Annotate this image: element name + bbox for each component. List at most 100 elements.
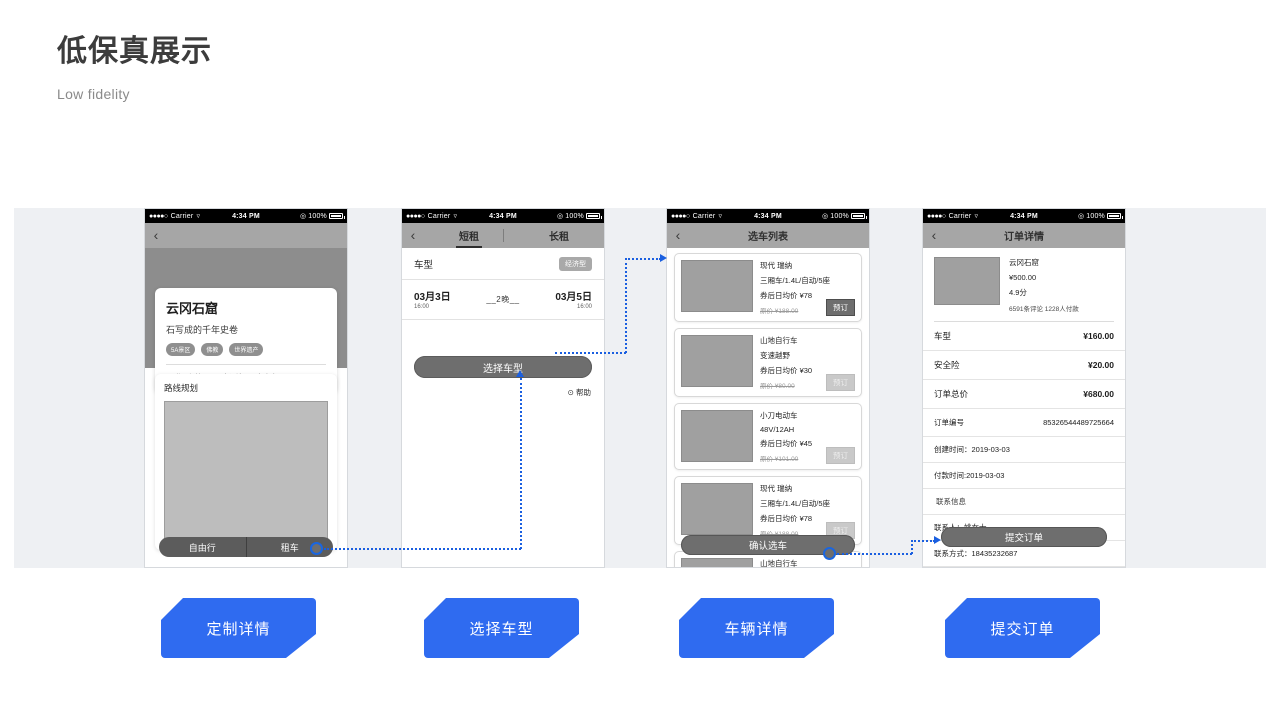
tab-divider — [503, 229, 504, 242]
car-name: 山地自行车 — [760, 559, 798, 568]
flow-label-submit-order[interactable]: 提交订单 — [945, 598, 1100, 658]
divider — [166, 364, 326, 365]
hotspot-rent-car[interactable] — [310, 542, 323, 555]
tab-long-rent[interactable]: 长租 — [549, 232, 569, 243]
carrier-label: Carrier — [692, 212, 716, 220]
car-original-price: 原价 ¥188.00 — [760, 308, 799, 315]
poi-tag: 世界遗产 — [229, 343, 264, 356]
page-heading: 低保真展示 Low fidelity — [57, 33, 212, 102]
flow-label-car-detail[interactable]: 车辆详情 — [679, 598, 834, 658]
return-date-value: 03月5日 — [555, 292, 592, 303]
battery-icon — [329, 213, 345, 219]
screen-detail: ●●●●○ Carrier ▿ 4:34 PM ◎ 100% ‹ 云冈石窟 石写… — [144, 208, 348, 568]
status-time: 4:34 PM — [232, 212, 260, 220]
poi-tag: 5A景区 — [166, 343, 196, 356]
price-row: 车型 ¥160.00 — [923, 322, 1125, 351]
order-number-row: 订单编号 85326544489725664 — [923, 409, 1125, 437]
screen-carlist: ●●●●○ Carrier ▿ 4:34 PM ◎ 100% ‹ 选车列表 现代… — [666, 208, 870, 568]
car-name: 现代 瑞纳 — [760, 484, 793, 493]
hotspot-confirm-selection[interactable] — [823, 547, 836, 560]
car-thumbnail — [681, 558, 753, 567]
car-spec: 三厢车/1.4L/自动/5座 — [760, 499, 831, 508]
help-link[interactable]: ⊙ 帮助 — [567, 388, 591, 397]
flow-label-select-cartype[interactable]: 选择车型 — [424, 598, 579, 658]
carrier-label: Carrier — [427, 212, 451, 220]
status-bar: ●●●●○ Carrier ▿ 4:34 PM ◎ 100% — [402, 209, 604, 223]
return-date[interactable]: 03月5日 16:00 — [555, 288, 592, 310]
nav-bar: ‹ 选车列表 — [667, 223, 869, 248]
product-score: 4.9分 — [1009, 288, 1027, 297]
book-button[interactable]: 预订 — [826, 374, 855, 391]
contact-phone-row: 联系方式：18435232687 — [923, 541, 1125, 567]
battery-icon — [586, 213, 602, 219]
paid-time-row: 付款时间:2019-03-03 — [923, 463, 1125, 489]
list-item[interactable]: 小刀电动车 48V/12AH 券后日均价 ¥45 原价 ¥101.00 预订 — [674, 403, 862, 470]
pickup-date[interactable]: 03月3日 16:00 — [414, 288, 451, 310]
map-placeholder[interactable] — [164, 401, 328, 541]
car-thumbnail — [681, 335, 753, 387]
segment-free-travel[interactable]: 自由行 — [159, 537, 247, 557]
battery-percent: 100% — [830, 212, 849, 220]
screen-rent: ●●●●○ Carrier ▿ 4:34 PM ◎ 100% ‹ 短租 长租 车… — [401, 208, 605, 568]
car-spec: 48V/12AH — [760, 425, 795, 434]
tab-short-rent[interactable]: 短租 — [424, 228, 514, 243]
nav-title: 订单详情 — [1004, 232, 1044, 243]
car-price: 券后日均价 ¥78 — [760, 291, 813, 300]
wifi-icon: ▿ — [718, 213, 723, 220]
rotation-lock-icon: ◎ — [821, 213, 829, 220]
car-price: 券后日均价 ¥45 — [760, 439, 813, 448]
battery-percent: 100% — [565, 212, 584, 220]
battery-icon — [851, 213, 867, 219]
wifi-icon: ▿ — [453, 213, 458, 220]
list-item[interactable]: 现代 瑞纳 三厢车/1.4L/自动/5座 券后日均价 ¥78 原价 ¥188.0… — [674, 476, 862, 545]
nav-bar: ‹ — [145, 223, 347, 248]
battery-percent: 100% — [1086, 212, 1105, 220]
cartype-row[interactable]: 车型 经济型 — [402, 248, 604, 280]
divider — [934, 321, 1114, 322]
list-item[interactable]: 山地自行车 变速越野 券后日均价 ¥30 原价 ¥80.00 预订 — [674, 328, 862, 397]
select-cartype-button[interactable]: 选择车型 — [414, 356, 592, 378]
back-icon[interactable]: ‹ — [410, 226, 416, 243]
order-number-label: 订单编号 — [934, 418, 964, 427]
book-button[interactable]: 预订 — [826, 299, 855, 316]
status-bar: ●●●●○ Carrier ▿ 4:34 PM ◎ 100% — [667, 209, 869, 223]
page-title: 低保真展示 — [57, 35, 212, 68]
poi-description: 石写成的千年史卷 — [166, 325, 239, 335]
car-name: 山地自行车 — [760, 336, 798, 345]
contact-section-header: 联系信息 — [923, 489, 1125, 515]
carrier-label: Carrier — [170, 212, 194, 220]
back-icon[interactable]: ‹ — [931, 226, 937, 243]
order-number-value: 85326544489725664 — [1043, 418, 1114, 427]
car-thumbnail — [681, 483, 753, 535]
page-subtitle: Low fidelity — [57, 86, 130, 102]
wifi-icon: ▿ — [196, 213, 201, 220]
cartype-value[interactable]: 经济型 — [559, 257, 592, 271]
back-icon[interactable]: ‹ — [153, 226, 159, 243]
list-item[interactable]: 现代 瑞纳 三厢车/1.4L/自动/5座 券后日均价 ¥78 原价 ¥188.0… — [674, 253, 862, 322]
poi-tag: 佛教 — [201, 343, 224, 356]
nav-title: 选车列表 — [748, 232, 788, 243]
product-name: 云冈石窟 — [1009, 258, 1039, 267]
rotation-lock-icon: ◎ — [1077, 213, 1085, 220]
rotation-lock-icon: ◎ — [299, 213, 307, 220]
confirm-selection-button[interactable]: 确认选车 — [681, 535, 855, 555]
submit-order-button[interactable]: 提交订单 — [941, 527, 1107, 547]
poi-tags: 5A景区 佛教 世界遗产 — [166, 343, 326, 356]
product-thumbnail — [934, 257, 1000, 305]
date-range-row[interactable]: 03月3日 16:00 __2晚__ 03月5日 16:00 — [402, 280, 604, 320]
status-time: 4:34 PM — [754, 212, 782, 220]
book-button[interactable]: 预订 — [826, 447, 855, 464]
order-product: 云冈石窟 ¥500.00 4.9分 6591条评论 1228人付款 — [923, 248, 1125, 321]
car-original-price: 原价 ¥80.00 — [760, 383, 795, 390]
pickup-time-value: 16:00 — [414, 304, 430, 310]
car-spec: 变速越野 — [760, 351, 790, 360]
status-time: 4:34 PM — [489, 212, 517, 220]
nights-count: __2晚__ — [486, 294, 520, 304]
signal-dots-icon: ●●●●○ — [149, 212, 168, 220]
car-spec: 三厢车/1.4L/自动/5座 — [760, 276, 831, 285]
wifi-icon: ▿ — [974, 213, 979, 220]
flow-label-detail[interactable]: 定制详情 — [161, 598, 316, 658]
rotation-lock-icon: ◎ — [556, 213, 564, 220]
back-icon[interactable]: ‹ — [675, 226, 681, 243]
